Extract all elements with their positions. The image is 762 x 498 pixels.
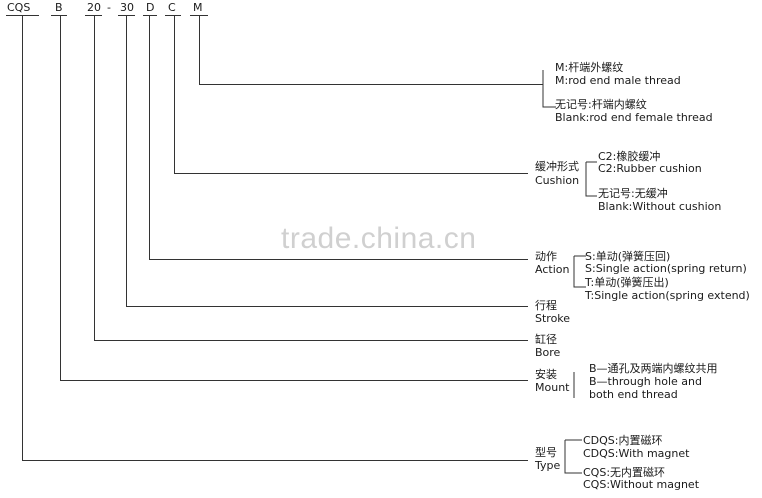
- line-cushion: [174, 16, 528, 174]
- mount-label-en: Mount: [535, 381, 570, 394]
- mount-desc-en1: B—through hole and: [589, 375, 702, 388]
- line-mount: [60, 16, 528, 381]
- mount-desc-en2: both end thread: [589, 388, 678, 401]
- stroke-label-cn: 行程: [535, 299, 557, 312]
- mount-label-cn: 安装: [535, 368, 557, 381]
- bore-label-cn: 缸径: [535, 333, 557, 346]
- thread-opt1-en: M:rod end male thread: [555, 74, 681, 87]
- bracket-type: [564, 439, 582, 474]
- bore-label-en: Bore: [535, 346, 561, 359]
- stroke-label-en: Stroke: [535, 312, 571, 325]
- line-type: [22, 16, 528, 461]
- thread-opt2-en: Blank:rod end female thread: [555, 111, 713, 124]
- type-opt2-cn: CQS:无内置磁环: [583, 466, 666, 479]
- mount-desc-cn: B—通孔及两端内螺纹共用: [589, 362, 718, 375]
- cushion-label-cn: 缓冲形式: [535, 160, 579, 173]
- type-label-en: Type: [535, 459, 561, 472]
- watermark: trade.china.cn: [281, 222, 477, 255]
- type-opt1-en: CDQS:With magnet: [583, 447, 690, 460]
- type-opt1-cn: CDQS:内置磁环: [583, 434, 663, 447]
- action-label-cn: 动作: [535, 250, 557, 263]
- bracket-thread: [542, 70, 556, 108]
- code-stroke: 30: [120, 1, 134, 14]
- bracket-cushion: [585, 161, 597, 197]
- type-opt2-en: CQS:Without magnet: [583, 478, 700, 491]
- code-bore: 20: [87, 1, 101, 14]
- code-thread: M: [193, 1, 203, 14]
- action-opt2-en: T:Single action(spring extend): [585, 289, 750, 302]
- action-label-en: Action: [535, 263, 570, 276]
- cushion-opt1-cn: C2:橡胶缓冲: [598, 150, 661, 163]
- code-dash: -: [107, 1, 111, 14]
- line-bore: [94, 16, 528, 341]
- code-action: D: [146, 1, 155, 14]
- line-stroke: [126, 16, 528, 307]
- cushion-opt2-en: Blank:Without cushion: [598, 200, 722, 213]
- action-opt2-cn: T:单动(弹簧压出): [585, 276, 669, 289]
- type-label-cn: 型号: [535, 446, 557, 459]
- cushion-opt1-en: C2:Rubber cushion: [598, 162, 702, 175]
- line-thread: [199, 16, 543, 85]
- code-series: CQS: [7, 1, 31, 14]
- code-mount: B: [55, 1, 63, 14]
- cushion-label-en: Cushion: [535, 174, 580, 187]
- cushion-opt2-cn: 无记号:无缓冲: [598, 187, 668, 200]
- line-action: [149, 16, 528, 260]
- bracket-action: [573, 255, 586, 288]
- code-cushion: C: [168, 1, 176, 14]
- thread-opt1-cn: M:杆端外螺纹: [555, 61, 624, 74]
- action-opt1-en: S:Single action(spring return): [585, 262, 747, 275]
- action-opt1-cn: S:单动(弹簧压回): [585, 250, 671, 263]
- thread-opt2-cn: 无记号:杆端内螺纹: [555, 98, 647, 111]
